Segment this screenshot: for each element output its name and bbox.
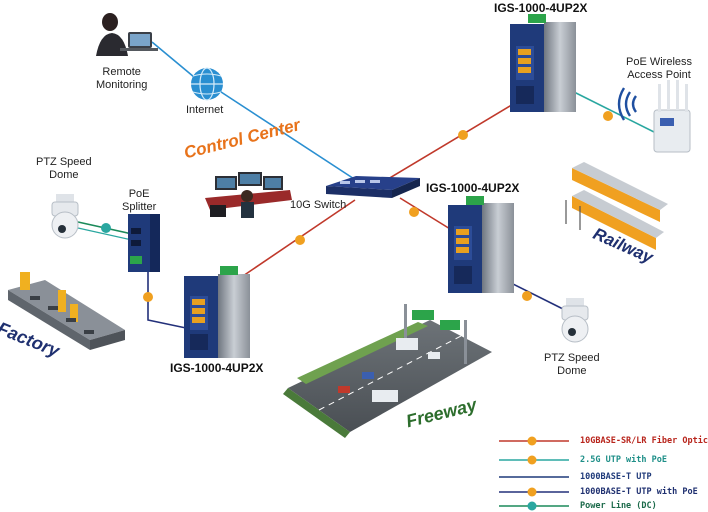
- poe-badge: [522, 291, 532, 301]
- ptz-right-label: PTZ Speed Dome: [544, 352, 600, 377]
- fiber-badge: [409, 207, 419, 217]
- link-top-ap: [569, 89, 661, 136]
- legend-label-utp1g-poe: 1000BASE-T UTP with PoE: [580, 487, 698, 497]
- poe-splitter-label: PoE Splitter: [122, 188, 157, 213]
- legend-badge-dc: [527, 501, 537, 511]
- link-bottom-splitter: [147, 268, 187, 329]
- remote-monitoring-label: Remote Monitoring: [96, 66, 148, 91]
- poe-badge: [603, 111, 613, 121]
- link-core-right: [399, 197, 456, 233]
- poe-badge: [143, 292, 153, 302]
- igs-switch-bottom-device: [184, 266, 250, 358]
- legend-swatches: [499, 436, 569, 511]
- link-splitter-ptz-2: [77, 227, 133, 241]
- poe-splitter-device: [128, 214, 160, 272]
- link-right-ptz: [504, 279, 566, 311]
- core-10g-switch-device: [326, 176, 420, 198]
- igs-top-label: IGS-1000-4UP2X: [494, 1, 588, 15]
- wireless-access-point-device: [653, 80, 691, 153]
- igs-switch-top-device: [510, 14, 576, 112]
- fiber-badge: [295, 235, 305, 245]
- railway-illustration: [565, 162, 668, 250]
- remote-operator-icon: [96, 13, 158, 56]
- legend-label-dc: Power Line (DC): [580, 501, 657, 511]
- ptz-camera-right-device: [561, 298, 589, 343]
- link-core-top: [377, 99, 521, 186]
- access-point-label: PoE Wireless Access Point: [626, 56, 693, 81]
- legend-badge-fiber: [527, 436, 537, 446]
- dc-badge: [101, 223, 111, 233]
- link-remote-internet: [151, 41, 201, 83]
- igs-switch-right-device: [448, 196, 514, 293]
- core-switch-label: 10G Switch: [290, 199, 347, 211]
- igs-right-label: IGS-1000-4UP2X: [426, 181, 520, 195]
- internet-label: Internet: [186, 104, 224, 116]
- factory-illustration: [8, 272, 125, 350]
- legend-label-utp1g: 1000BASE-T UTP: [580, 472, 652, 482]
- legend-badge-utp1g-poe: [527, 487, 537, 497]
- legend-label-fiber: 10GBASE-SR/LR Fiber Optic: [580, 436, 708, 446]
- legend-badge-utp25: [527, 455, 537, 465]
- link-internet-core: [217, 89, 369, 189]
- igs-bottom-label: IGS-1000-4UP2X: [170, 361, 264, 375]
- legend-label-utp25: 2.5G UTP with PoE: [580, 455, 667, 465]
- control-center-illustration: [205, 172, 292, 218]
- freeway-illustration: [283, 304, 492, 438]
- ptz-camera-left-device: [51, 194, 79, 239]
- fiber-badge: [458, 130, 468, 140]
- ptz-left-label: PTZ Speed Dome: [36, 156, 92, 181]
- wifi-signal-icon: [617, 87, 637, 121]
- internet-globe-icon: [191, 67, 223, 101]
